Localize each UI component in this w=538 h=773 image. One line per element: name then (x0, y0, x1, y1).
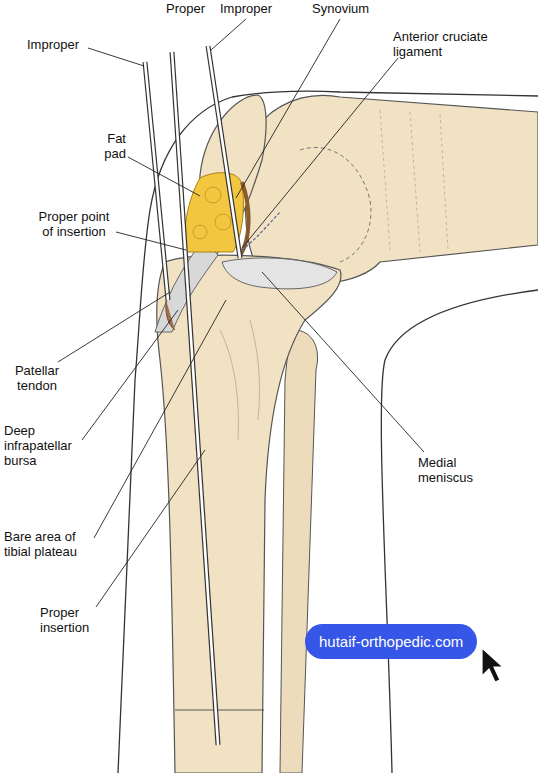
part-label: Proper insertion (40, 606, 106, 636)
part-label: Proper point of insertion (34, 210, 114, 240)
acl (242, 212, 280, 250)
part-label: Synovium (312, 2, 392, 17)
tibia-texture (220, 320, 260, 440)
tibia (157, 255, 341, 773)
tibia-mark (175, 710, 264, 711)
part-label: Medial meniscus (418, 456, 488, 486)
fibula (280, 330, 318, 773)
cursor-icon (482, 648, 503, 682)
guide-pins (145, 46, 240, 745)
part-label: Proper (166, 2, 226, 17)
skin-outline (381, 290, 538, 773)
part-label: Improper (220, 2, 290, 17)
bursa (166, 300, 175, 330)
part-label: Fat pad (92, 132, 126, 162)
part-label: Improper (27, 38, 91, 53)
part-label: Anterior cruciate ligament (393, 30, 518, 60)
meniscus (222, 258, 337, 289)
femur-contour (380, 110, 448, 252)
watermark: hutaif-orthopedic.com (305, 624, 477, 659)
leader-lines (58, 19, 424, 607)
part-label: Bare area of tibial plateau (4, 530, 96, 560)
part-label: Deep infrapatellar bursa (4, 424, 92, 469)
skin-outline (232, 91, 538, 97)
part-label: Patellar tendon (6, 364, 68, 394)
